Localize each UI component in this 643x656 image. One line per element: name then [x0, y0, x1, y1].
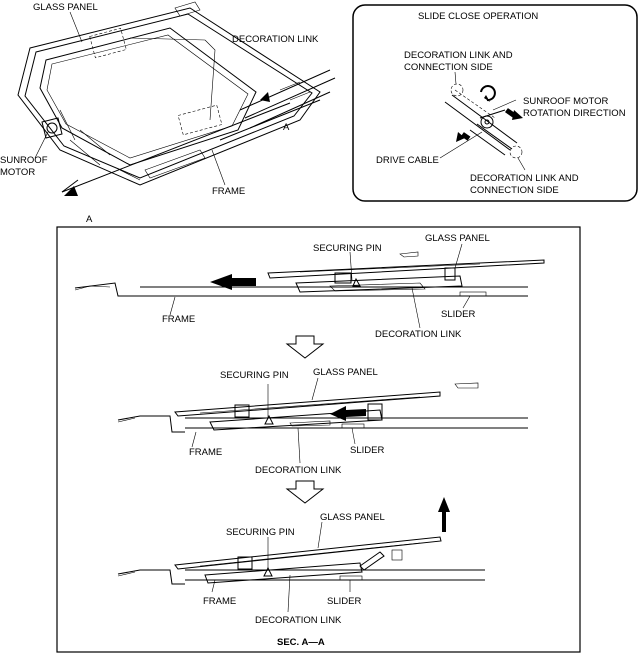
label-dec-link-bot-line1: DECORATION LINK AND — [470, 173, 579, 184]
s2-label-slider: SLIDER — [350, 445, 384, 456]
s2-label-glass-panel: GLASS PANEL — [313, 367, 378, 378]
s3-label-securing-pin: SECURING PIN — [226, 527, 295, 538]
s3-label-frame: FRAME — [203, 596, 236, 607]
label-dec-link-top-line1: DECORATION LINK AND — [404, 50, 513, 61]
sunroof-assembly-illustration — [17, 1, 336, 196]
label-drive-cable: DRIVE CABLE — [376, 155, 439, 166]
section-step-2 — [117, 377, 528, 464]
s1-label-decoration-link: DECORATION LINK — [375, 329, 462, 340]
label-frame-top: FRAME — [212, 186, 245, 197]
s3-label-glass-panel: GLASS PANEL — [320, 512, 385, 523]
label-decoration-link-top: DECORATION LINK — [232, 34, 319, 45]
label-section-a-right: A — [283, 122, 290, 133]
s2-label-frame: FRAME — [189, 447, 222, 458]
s1-label-securing-pin: SECURING PIN — [313, 243, 382, 254]
slide-close-box — [352, 4, 638, 202]
label-dec-link-top-line2: CONNECTION SIDE — [404, 62, 493, 73]
s1-label-glass-panel: GLASS PANEL — [425, 233, 490, 244]
label-sunroof-motor-line1: SUNROOF — [0, 155, 48, 166]
label-dec-link-bot-line2: CONNECTION SIDE — [470, 185, 559, 196]
slide-close-illustration — [439, 71, 526, 171]
section-box — [56, 226, 581, 653]
s3-label-decoration-link: DECORATION LINK — [255, 615, 342, 626]
s1-label-frame: FRAME — [162, 314, 195, 325]
label-glass-panel-top: GLASS PANEL — [33, 2, 98, 13]
label-section-a-left: A — [86, 214, 93, 225]
label-motor-direction-line2: ROTATION DIRECTION — [523, 108, 626, 119]
section-step-3 — [117, 497, 485, 613]
section-caption: SEC. A—A — [277, 637, 325, 648]
s3-label-slider: SLIDER — [327, 596, 361, 607]
s1-label-slider: SLIDER — [441, 309, 475, 320]
s2-label-securing-pin: SECURING PIN — [220, 370, 289, 381]
label-sunroof-motor-line2: MOTOR — [0, 167, 35, 178]
s2-label-decoration-link: DECORATION LINK — [255, 465, 342, 476]
down-arrow-1 — [285, 335, 325, 359]
slide-close-title: SLIDE CLOSE OPERATION — [418, 11, 538, 22]
label-motor-direction-line1: SUNROOF MOTOR — [523, 96, 608, 107]
down-arrow-2 — [285, 480, 325, 504]
section-step-1 — [74, 243, 545, 329]
